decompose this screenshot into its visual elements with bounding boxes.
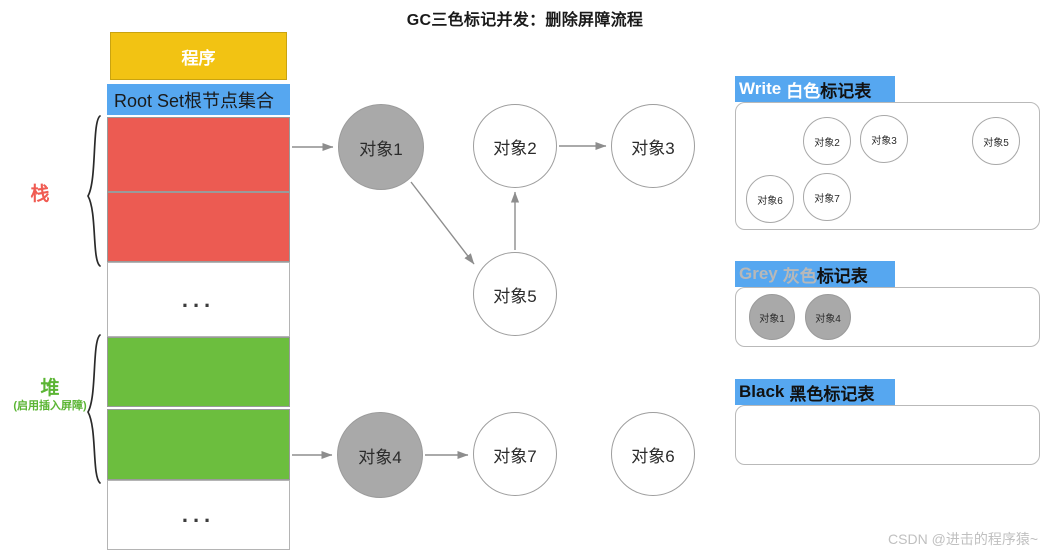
graph-node-obj3[interactable]: 对象3: [611, 104, 695, 188]
legend-white-item-3[interactable]: 对象6: [746, 175, 794, 223]
graph-node-obj1[interactable]: 对象1: [338, 104, 424, 190]
graph-node-obj1-label: 对象1: [359, 139, 403, 159]
legend-grey-color: 灰色: [782, 266, 817, 286]
memory-block-heap-slot-1: [107, 337, 290, 407]
brace-stack: [87, 115, 101, 267]
legend-white-item-2[interactable]: 对象5: [972, 117, 1020, 165]
legend-black-box: [735, 405, 1040, 465]
legend-white-item-2-label: 对象5: [983, 137, 1009, 149]
legend-white-color: 白色: [786, 81, 821, 101]
legend-grey-tail: 标记表: [816, 266, 868, 286]
legend-grey-en: Grey: [739, 264, 778, 283]
graph-node-obj2[interactable]: 对象2: [473, 104, 557, 188]
graph-node-obj5-label: 对象5: [493, 286, 537, 306]
graph-node-obj5[interactable]: 对象5: [473, 252, 557, 336]
memory-block-program: 程序: [110, 32, 287, 80]
legend-grey-item-1[interactable]: 对象4: [805, 294, 851, 340]
memory-block-heap-slot-2: [107, 409, 290, 480]
graph-node-obj6-label: 对象6: [631, 446, 675, 466]
legend-white-item-4[interactable]: 对象7: [803, 173, 851, 221]
legend-black-header: Black 黑色 标记表: [735, 379, 895, 405]
stack-ellipsis-label: ...: [181, 286, 216, 312]
side-label-stack: 栈: [10, 184, 70, 206]
memory-block-stack-slot-1: [107, 117, 290, 192]
memory-block-stack-ellipsis: ...: [107, 262, 290, 337]
side-label-heap: 堆 (启用插入屏障): [0, 378, 100, 412]
side-label-stack-title: 栈: [30, 184, 50, 205]
watermark: CSDN @进击的程序猿~: [888, 531, 1038, 547]
legend-grey-item-0[interactable]: 对象1: [749, 294, 795, 340]
graph-node-obj4[interactable]: 对象4: [337, 412, 423, 498]
page-title: GC三色标记并发：删除屏障流程: [406, 12, 644, 29]
edge-obj1-to-obj5: [410, 181, 475, 265]
legend-black-color: 黑色: [789, 384, 824, 404]
legend-white-item-0-label: 对象2: [814, 137, 840, 149]
legend-white-item-3-label: 对象6: [757, 195, 783, 207]
legend-white-item-1-label: 对象3: [871, 135, 897, 147]
legend-white-en: Write: [739, 79, 782, 98]
legend-white-item-4-label: 对象7: [814, 193, 840, 205]
legend-white-tail: 标记表: [820, 81, 872, 101]
legend-white-box: 对象2 对象3 对象5 对象6 对象7: [735, 102, 1040, 230]
legend-grey-header: Grey 灰色 标记表: [735, 261, 895, 287]
graph-node-obj3-label: 对象3: [631, 138, 675, 158]
legend-black-tail: 标记表: [823, 384, 875, 404]
memory-block-stack-slot-2: [107, 192, 290, 262]
legend-grey-item-0-label: 对象1: [759, 313, 785, 325]
graph-node-obj7-label: 对象7: [493, 446, 537, 466]
legend-grey-item-1-label: 对象4: [815, 313, 841, 325]
graph-node-obj2-label: 对象2: [493, 138, 537, 158]
graph-node-obj7[interactable]: 对象7: [473, 412, 557, 496]
legend-white-header: Write 白色 标记表: [735, 76, 895, 102]
memory-block-program-label: 程序: [181, 48, 216, 68]
memory-block-root-set-label: Root Set根节点集合: [114, 90, 275, 111]
legend-grey-box: 对象1 对象4: [735, 287, 1040, 347]
graph-node-obj4-label: 对象4: [358, 447, 402, 467]
memory-block-root-set: Root Set根节点集合: [107, 84, 290, 115]
legend-black-en: Black: [739, 382, 785, 401]
side-label-heap-title: 堆: [40, 378, 60, 399]
side-label-heap-subtitle: (启用插入屏障): [13, 399, 87, 412]
legend-white-item-0[interactable]: 对象2: [803, 117, 851, 165]
memory-block-heap-ellipsis: ...: [107, 480, 290, 550]
legend-white-item-1[interactable]: 对象3: [860, 115, 908, 163]
heap-ellipsis-label: ...: [181, 502, 216, 527]
graph-node-obj6[interactable]: 对象6: [611, 412, 695, 496]
